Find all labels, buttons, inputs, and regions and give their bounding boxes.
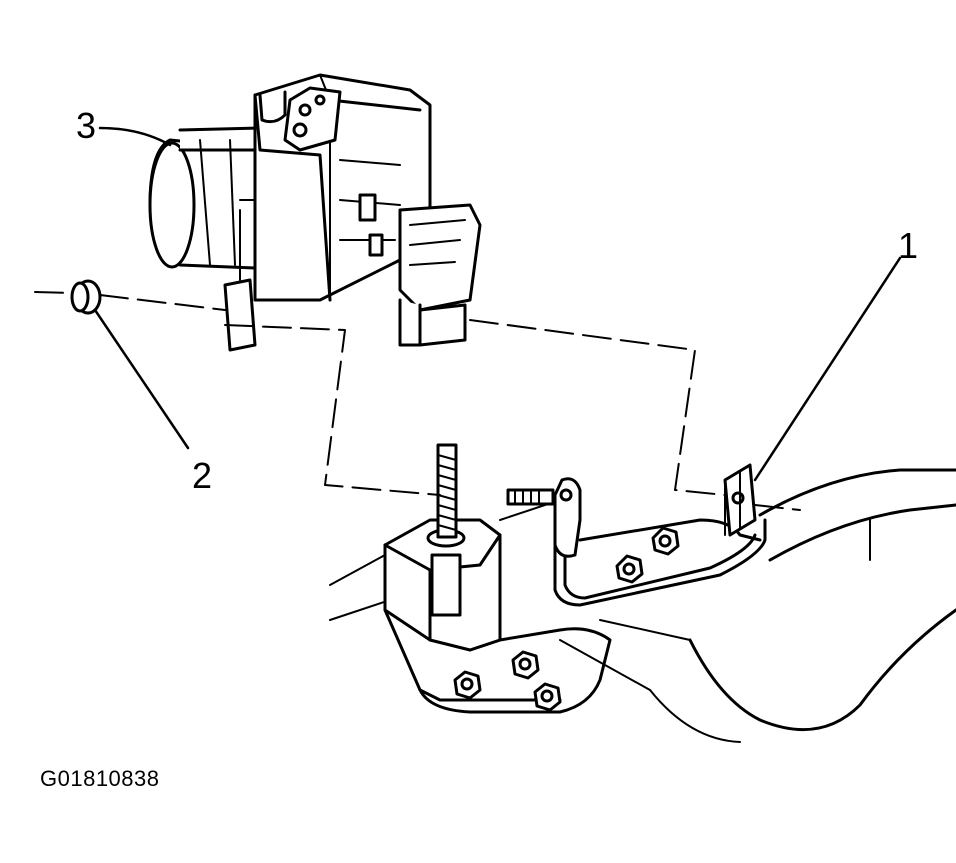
leader-lines [93,126,902,482]
abs-bracket [506,463,767,607]
abs-modulator [148,73,482,352]
mounting-foot-left [223,199,257,352]
callout-2: 2 [192,455,213,496]
bracket-bolt-2 [651,526,680,556]
callout-3: 3 [76,105,97,146]
figure-code: G01810838 [40,766,160,791]
electrical-connector [398,203,482,347]
frame-mount-plate [383,608,612,714]
nut-2 [511,650,540,680]
nut-3 [533,682,562,712]
pump-motor [148,126,272,270]
stud-post [383,443,502,652]
bracket-bolt-1 [615,554,644,584]
threaded-stud [436,443,458,539]
alignment-lines [34,291,801,511]
callout-1: 1 [898,225,919,266]
side-bolt [506,488,555,506]
grommet [70,279,102,315]
valve-body [253,73,432,302]
nut-1 [453,670,482,700]
